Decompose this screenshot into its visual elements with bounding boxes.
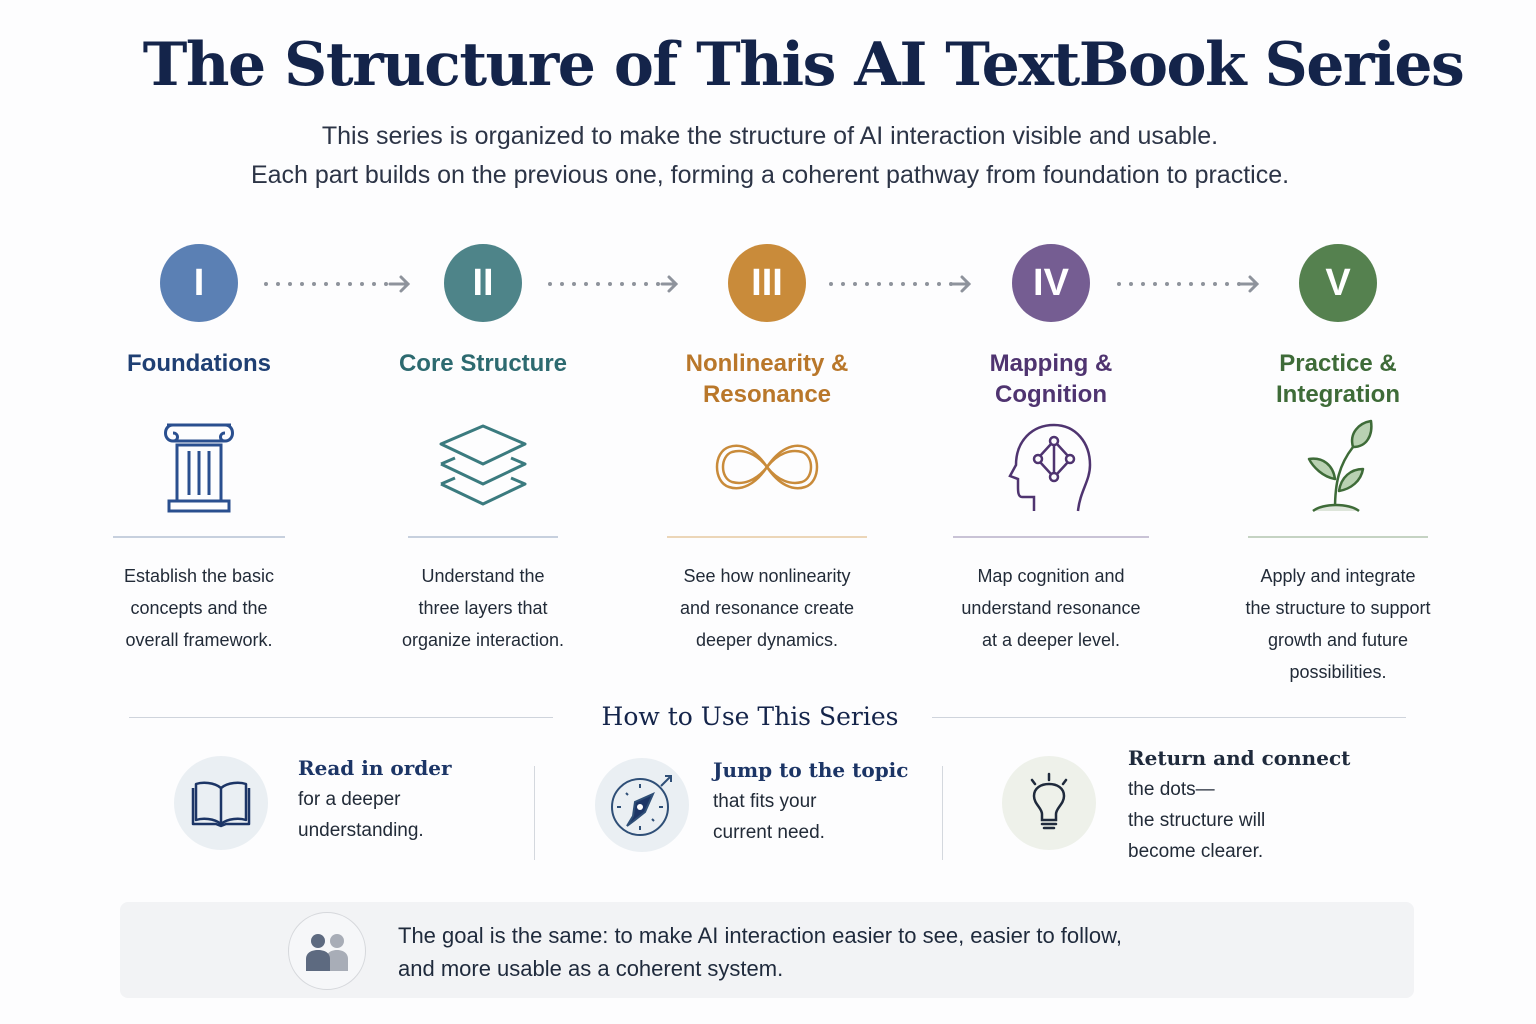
people-icon	[288, 912, 366, 990]
vertical-divider	[942, 766, 943, 860]
section-title: How to Use This Series	[601, 702, 899, 731]
dotted-arrow-icon	[548, 275, 679, 293]
step-number-badge: I	[160, 244, 238, 322]
step-number-badge: II	[444, 244, 522, 322]
sprout-icon	[1198, 412, 1478, 522]
step-title: Foundations	[127, 350, 271, 377]
tip-heading: Jump to the topic	[713, 758, 909, 782]
open-book-icon	[174, 756, 268, 850]
subtitle-line-1: This series is organized to make the str…	[321, 122, 1219, 150]
lightbulb-icon	[1002, 756, 1096, 850]
page-title: The Structure of This AI TextBook Series	[142, 30, 1465, 100]
goal-text: The goal is the same: to make AI interac…	[398, 923, 1122, 981]
step-number-badge: IV	[1012, 244, 1090, 322]
vertical-divider	[534, 766, 535, 860]
subtitle-line-2: Each part builds on the previous one, fo…	[250, 161, 1290, 189]
compass-icon	[595, 758, 689, 852]
tip-heading: Read in order	[298, 756, 452, 780]
dotted-arrow-icon	[264, 275, 411, 293]
goal-banner: The goal is the same: to make AI interac…	[120, 902, 1414, 998]
step-practice-integration: V Practice &Integration Apply and integr…	[1198, 244, 1478, 688]
divider	[667, 536, 867, 538]
step-nonlinearity-resonance: III Nonlinearity &Resonance See how nonl…	[627, 244, 907, 656]
head-network-icon	[911, 412, 1191, 522]
step-number-badge: V	[1299, 244, 1377, 322]
step-title: Nonlinearity &Resonance	[685, 350, 849, 408]
tip-heading: Return and connect	[1128, 746, 1351, 770]
divider	[932, 717, 1406, 718]
infinity-icon	[627, 412, 907, 522]
step-title: Core Structure	[398, 350, 568, 377]
dotted-arrow-icon	[1117, 275, 1260, 293]
divider	[129, 717, 553, 718]
tip-return-and-connect: Return and connect the dots—the structur…	[1002, 746, 1350, 867]
step-title: Practice &Integration	[1276, 350, 1400, 408]
divider	[1248, 536, 1428, 538]
divider	[408, 536, 558, 538]
column-icon	[59, 412, 339, 522]
divider	[113, 536, 285, 538]
divider	[953, 536, 1149, 538]
step-title: Mapping &Cognition	[989, 350, 1113, 408]
dotted-arrow-icon	[829, 275, 972, 293]
step-number-badge: III	[728, 244, 806, 322]
layers-icon	[343, 412, 623, 522]
